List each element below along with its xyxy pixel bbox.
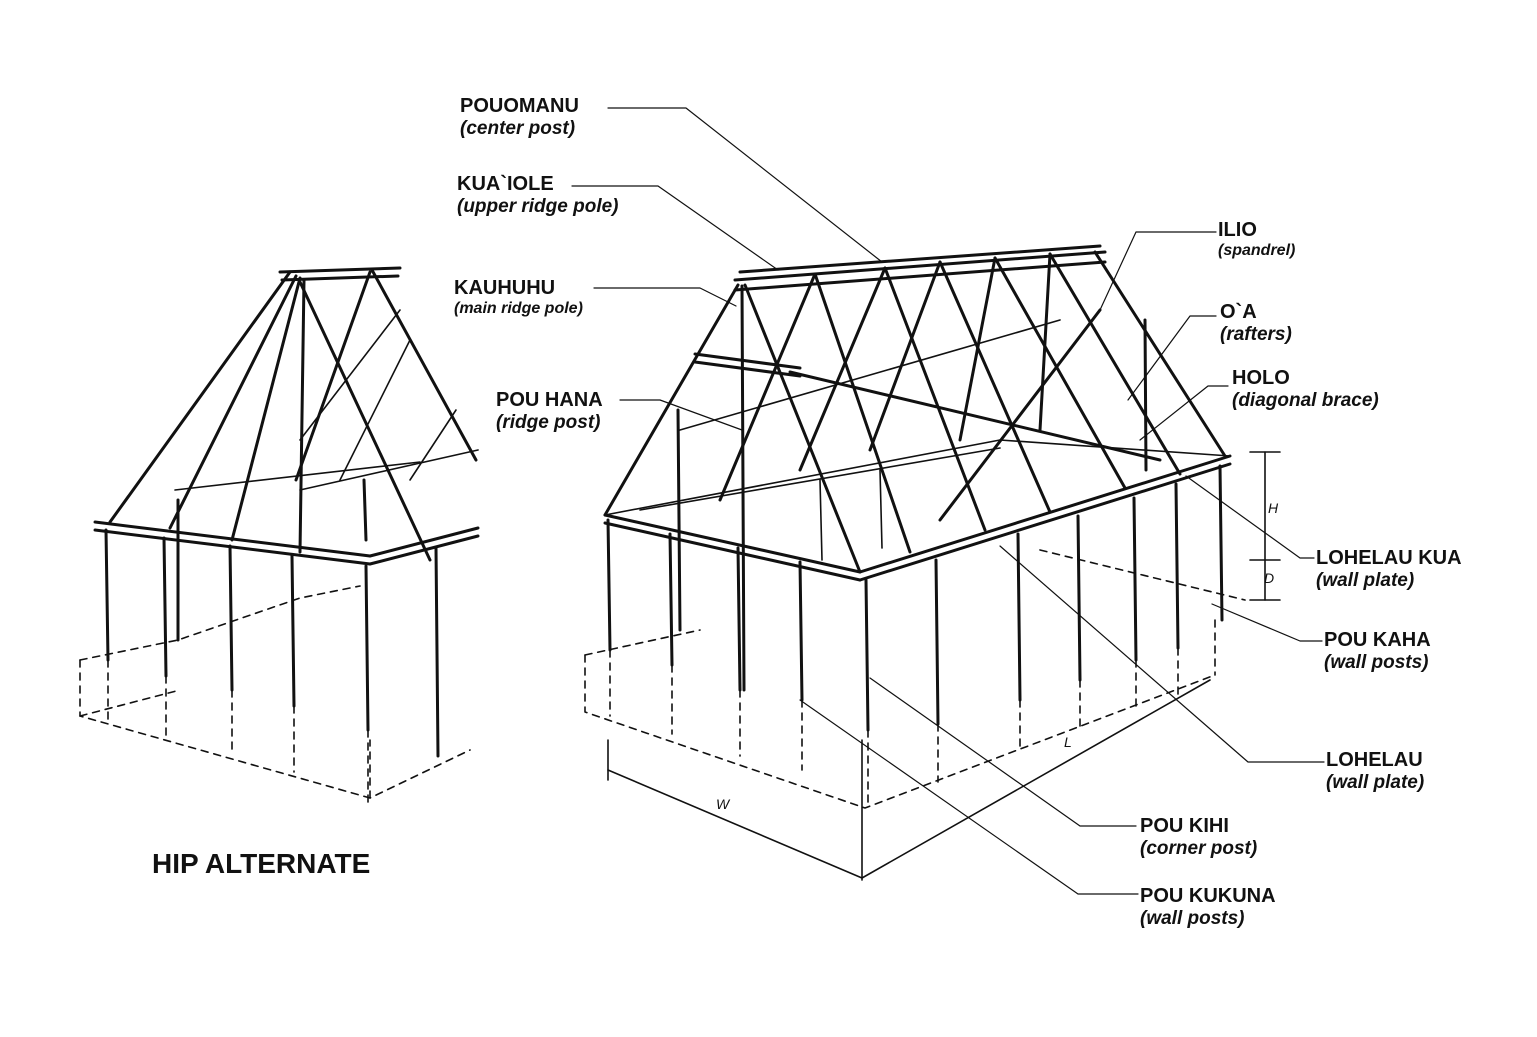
pouomanu-name: POUOMANU — [460, 95, 579, 117]
dimension-h: H — [1268, 500, 1279, 516]
lohelau-name: LOHELAU — [1326, 749, 1423, 771]
ilio-name: ILIO — [1218, 219, 1257, 241]
label-pou-hana: POU HANA (ridge post) — [496, 390, 603, 432]
kuaiole-desc: (upper ridge pole) — [457, 196, 619, 217]
hip-alternate-structure — [79, 266, 480, 807]
hip-alternate-title: HIP ALTERNATE — [152, 848, 371, 879]
lohelau-desc: (wall plate) — [1326, 772, 1425, 793]
pou-hana-desc: (ridge post) — [496, 412, 601, 433]
lohelau-kua-name: LOHELAU KUA — [1316, 547, 1462, 569]
kauhuhu-name: KAUHUHU — [454, 277, 556, 299]
pou-hana-name: POU HANA — [496, 389, 603, 411]
label-kauhuhu: KAUHUHU (main ridge pole) — [454, 278, 583, 317]
ilio-desc: (spandrel) — [1218, 242, 1296, 259]
holo-desc: (diagonal brace) — [1232, 390, 1379, 411]
label-pou-kaha: POU KAHA (wall posts) — [1324, 630, 1431, 672]
label-pouomanu: POUOMANU (center post) — [460, 96, 579, 138]
dimension-d: D — [1264, 570, 1275, 586]
label-kuaiole: KUA`IOLE (upper ridge pole) — [457, 174, 619, 216]
oa-desc: (rafters) — [1220, 324, 1292, 345]
leader-lines — [571, 107, 1325, 895]
dimension-w: W — [716, 796, 730, 812]
pou-kukuna-desc: (wall posts) — [1140, 908, 1245, 929]
kauhuhu-desc: (main ridge pole) — [454, 300, 583, 317]
pou-kihi-name: POU KIHI — [1140, 815, 1229, 837]
label-lohelau: LOHELAU (wall plate) — [1326, 750, 1424, 792]
label-pou-kukuna: POU KUKUNA (wall posts) — [1140, 886, 1276, 928]
label-pou-kihi: POU KIHI (corner post) — [1140, 816, 1257, 858]
pou-kaha-name: POU KAHA — [1324, 629, 1431, 651]
dimension-l: L — [1064, 734, 1072, 750]
pouomanu-desc: (center post) — [460, 118, 576, 139]
kuaiole-name: KUA`IOLE — [457, 173, 554, 195]
label-holo: HOLO (diagonal brace) — [1232, 368, 1379, 410]
label-oa: O`A (rafters) — [1220, 302, 1292, 344]
oa-name: O`A — [1220, 301, 1257, 323]
lohelau-kua-desc: (wall plate) — [1316, 570, 1415, 591]
label-ilio: ILIO (spandrel) — [1218, 220, 1295, 259]
holo-name: HOLO — [1232, 367, 1290, 389]
label-lohelau-kua: LOHELAU KUA (wall plate) — [1316, 548, 1462, 590]
pou-kihi-desc: (corner post) — [1140, 838, 1258, 859]
pou-kaha-desc: (wall posts) — [1324, 652, 1429, 673]
pou-kukuna-name: POU KUKUNA — [1140, 885, 1276, 907]
main-structure — [584, 244, 1281, 881]
